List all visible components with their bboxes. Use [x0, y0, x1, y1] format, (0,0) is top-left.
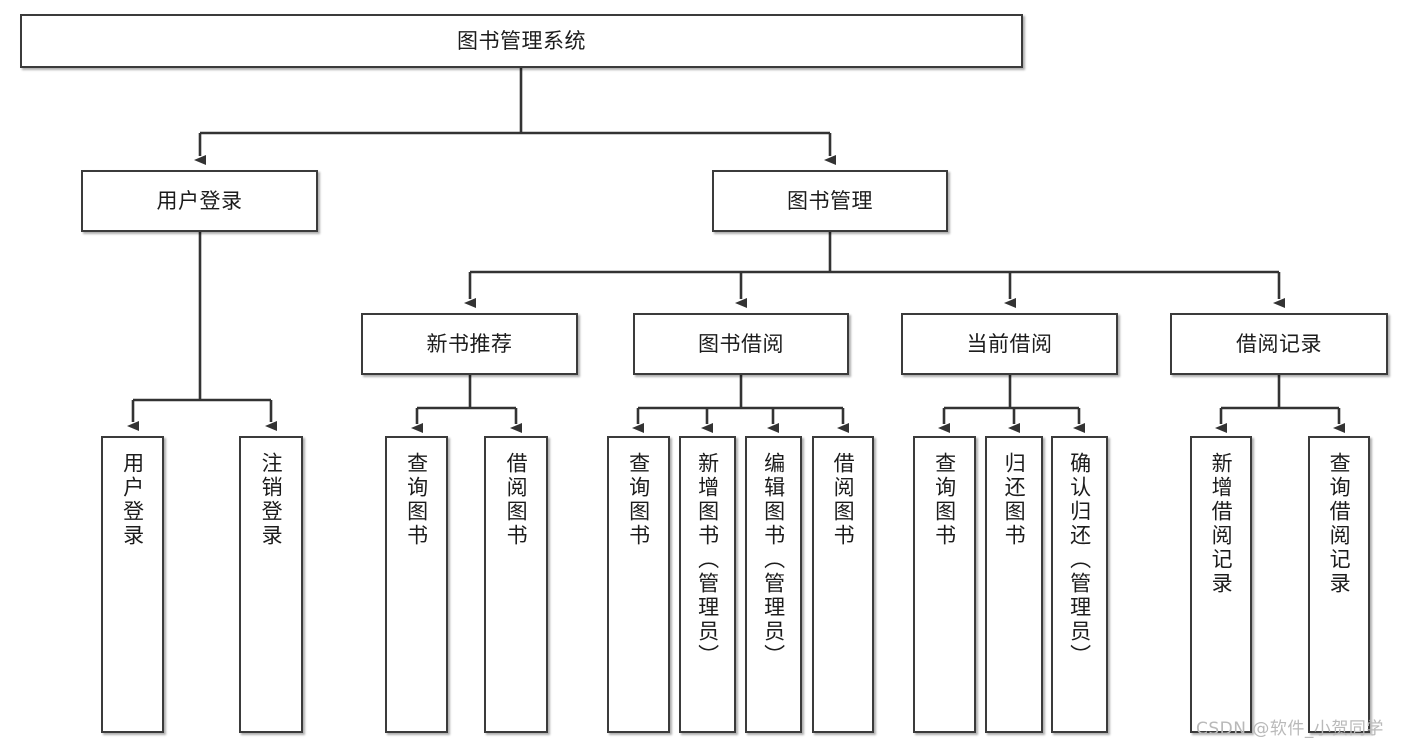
- node-leaf-logout[interactable]: 注销登录: [239, 436, 303, 733]
- node-user-login[interactable]: 用户登录: [81, 170, 318, 232]
- node-leaf-add-book-admin[interactable]: 新增图书（管理员）: [679, 436, 736, 733]
- node-label: 查询图书: [404, 452, 429, 548]
- node-leaf-borrow-book[interactable]: 借阅图书: [812, 436, 874, 733]
- node-leaf-add-borrow-record[interactable]: 新增借阅记录: [1190, 436, 1252, 733]
- node-label: 图书管理: [787, 188, 873, 213]
- node-label: 注销登录: [259, 452, 284, 548]
- node-leaf-edit-book-admin[interactable]: 编辑图书（管理员）: [745, 436, 802, 733]
- csdn-watermark: CSDN @软件_小贺同学: [1196, 719, 1384, 739]
- node-label: 图书借阅: [698, 331, 784, 356]
- node-label: 确认归还（管理员）: [1067, 452, 1092, 668]
- node-leaf-query-borrow-record[interactable]: 查询借阅记录: [1308, 436, 1370, 733]
- node-label: 用户登录: [120, 452, 145, 548]
- node-leaf-borrow-book-recommend[interactable]: 借阅图书: [484, 436, 548, 733]
- node-label: 借阅图书: [504, 452, 529, 548]
- node-label: 归还图书: [1002, 452, 1027, 548]
- node-label: 用户登录: [156, 188, 243, 213]
- node-label: 查询图书: [932, 452, 957, 548]
- node-label: 查询借阅记录: [1327, 452, 1352, 596]
- node-leaf-confirm-return-admin[interactable]: 确认归还（管理员）: [1051, 436, 1108, 733]
- node-label: 新书推荐: [426, 331, 513, 356]
- node-leaf-query-book-recommend[interactable]: 查询图书: [385, 436, 448, 733]
- node-label: 当前借阅: [966, 331, 1053, 356]
- node-current-borrow[interactable]: 当前借阅: [901, 313, 1118, 375]
- node-book-manage[interactable]: 图书管理: [712, 170, 948, 232]
- node-leaf-query-book-current[interactable]: 查询图书: [913, 436, 976, 733]
- node-borrow-record[interactable]: 借阅记录: [1170, 313, 1388, 375]
- node-label: 新增图书（管理员）: [695, 452, 720, 668]
- node-book-borrow[interactable]: 图书借阅: [633, 313, 849, 375]
- node-label: 图书管理系统: [457, 28, 586, 53]
- node-leaf-return-book[interactable]: 归还图书: [985, 436, 1043, 733]
- node-root-system[interactable]: 图书管理系统: [20, 14, 1023, 68]
- node-label: 借阅记录: [1236, 331, 1322, 356]
- node-label: 新增借阅记录: [1209, 452, 1234, 596]
- node-leaf-user-login[interactable]: 用户登录: [101, 436, 164, 733]
- node-new-book-recommend[interactable]: 新书推荐: [361, 313, 578, 375]
- node-label: 借阅图书: [831, 452, 856, 548]
- node-leaf-query-book-borrow[interactable]: 查询图书: [607, 436, 670, 733]
- node-label: 查询图书: [626, 452, 651, 548]
- node-label: 编辑图书（管理员）: [761, 452, 786, 668]
